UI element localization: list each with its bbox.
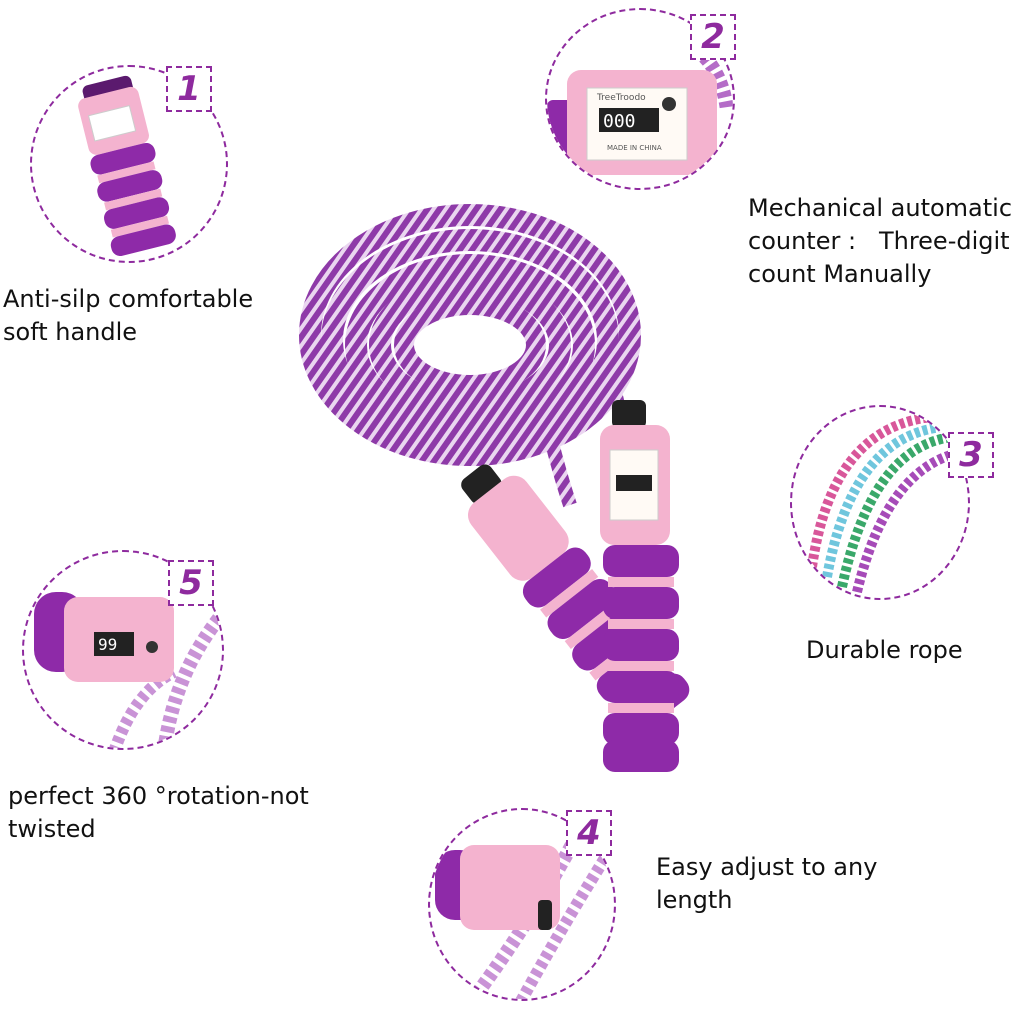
feature-5-line-2: twisted — [8, 815, 96, 843]
feature-5-line-1: perfect 360 °rotation-not — [8, 782, 309, 810]
feature-number-1: 1 — [166, 66, 212, 112]
feature-label-2: Mechanical automatic counter : Three-dig… — [748, 192, 1012, 291]
jump-rope-product-image — [299, 204, 690, 772]
counter-brand: TreeTroodo — [596, 93, 646, 103]
feature-label-4: Easy adjust to any length — [656, 851, 877, 917]
handle-closeup-illustration — [78, 75, 176, 257]
rotation-closeup-illustration: 99 — [34, 592, 222, 748]
feature-4-line-1: Easy adjust to any — [656, 853, 878, 881]
rope-closeup-illustration — [807, 412, 964, 594]
callout-rope — [790, 405, 970, 600]
feature-number-2: 2 — [690, 14, 736, 60]
feature-2-line-1: Mechanical automatic — [748, 194, 1013, 222]
feature-1-line-2: soft handle — [3, 318, 138, 346]
feature-number-5: 5 — [168, 560, 214, 606]
feature-label-5: perfect 360 °rotation-not twisted — [8, 780, 309, 846]
counter-origin: MADE IN CHINA — [607, 144, 662, 152]
feature-2-line-2: counter : Three-digit — [748, 227, 1010, 255]
adjust-closeup-illustration — [435, 810, 614, 999]
callout-rotation: 99 — [22, 550, 224, 750]
feature-label-3: Durable rope — [806, 636, 963, 664]
feature-number-3: 3 — [948, 432, 994, 478]
feature-1-line-1: Anti-silp comfortable — [3, 285, 254, 313]
feature-number-4: 4 — [566, 810, 612, 856]
feature-4-line-2: length — [656, 886, 733, 914]
feature-2-line-3: count Manually — [748, 260, 932, 288]
rope-coil — [299, 204, 641, 508]
small-counter-digits: 99 — [98, 635, 117, 654]
reset-knob-icon — [662, 97, 676, 111]
counter-digits: 000 — [603, 111, 636, 132]
feature-label-1: Anti-silp comfortable soft handle — [3, 283, 253, 349]
right-handle — [600, 400, 679, 772]
callout-counter: TreeTroodo 000 MADE IN CHINA — [545, 8, 735, 190]
counter-closeup-illustration: TreeTroodo 000 MADE IN CHINA — [547, 44, 733, 175]
